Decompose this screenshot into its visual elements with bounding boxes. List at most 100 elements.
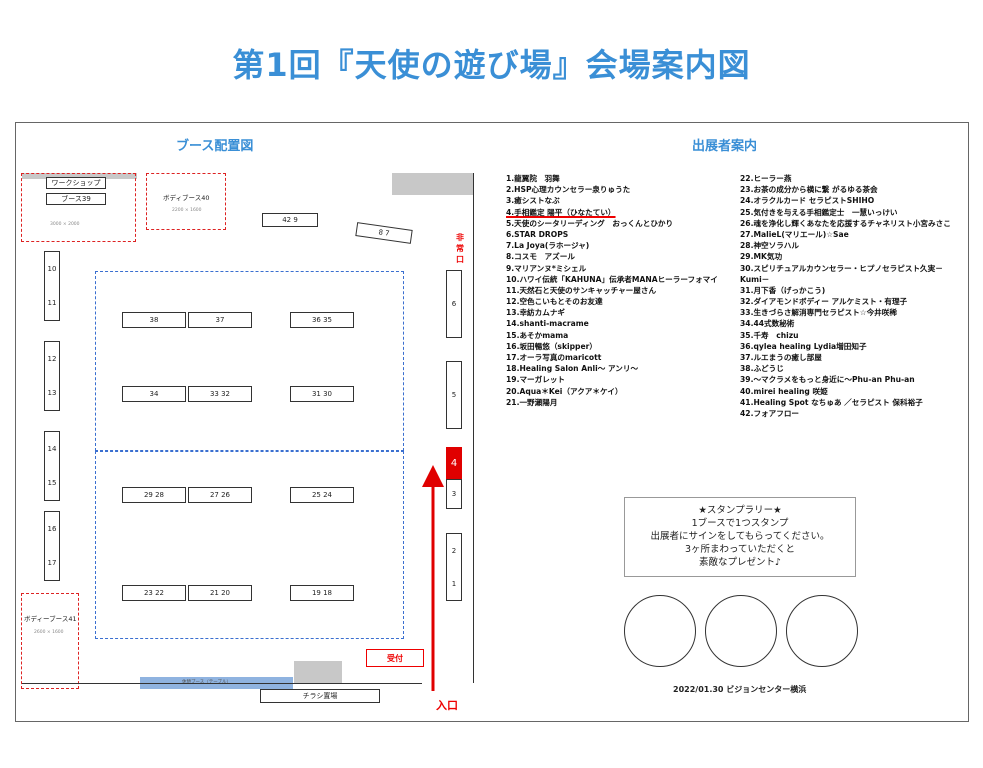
stamp-rally-line: 3ヶ所まわっていただくと bbox=[684, 544, 796, 555]
list-item: 7.La Joya(ラホージャ) bbox=[506, 241, 590, 251]
emergency-exit: 非常口 bbox=[456, 233, 464, 264]
list-item: 15.あそかmama bbox=[506, 330, 569, 340]
rest-area-label: 休憩ブース（テーブル） bbox=[182, 679, 231, 685]
size-41: 2600 × 1600 bbox=[34, 630, 64, 635]
list-item: 1.龍翼院 羽舞 bbox=[506, 174, 560, 183]
list-item: 33.生きづらさ解消専門セラピスト☆今井咲稀 bbox=[740, 308, 897, 318]
body-booth-40 bbox=[146, 173, 226, 230]
list-item: 3.癒シストなぶ bbox=[506, 196, 560, 206]
list-item: 20.Aqua＊Kei（アクア＊ケイ） bbox=[506, 386, 623, 396]
stamp-rally-title: ★スタンプラリー★ bbox=[698, 505, 782, 516]
booth-38: 38 bbox=[122, 312, 186, 328]
list-item: 32.ダイアモンドボディー アルケミスト・有理子 bbox=[740, 297, 908, 307]
booth-3: 3 bbox=[446, 479, 462, 509]
booth-42-9: 42 9 bbox=[262, 213, 318, 227]
entrance-label: 入口 bbox=[436, 699, 458, 712]
body-booth-40-label: ボディブース40 bbox=[163, 194, 210, 202]
list-item: 23.お茶の成分から横に繋 がるゆる茶会 bbox=[740, 185, 878, 195]
booth-4-highlight: 4 bbox=[446, 447, 462, 479]
size-40: 2200 × 1600 bbox=[172, 208, 202, 213]
list-item: 39.～マクラメをもっと身近に～Phu-an Phu-an bbox=[740, 375, 915, 385]
booth-8-7: 8 7 bbox=[355, 222, 413, 244]
exhibitor-list-right: 22.ヒーラー燕 23.お茶の成分から横に繋 がるゆる茶会 24.オラクルカード… bbox=[740, 173, 951, 419]
list-item: 8.コスモ アズール bbox=[506, 252, 575, 262]
list-item: 10.ハワイ伝統「KAHUNA」伝承者MANAヒーラーフォマイ bbox=[506, 274, 718, 284]
booth-36-35: 36 35 bbox=[290, 312, 354, 328]
list-item: 36.qylea healing Lydia増田知子 bbox=[740, 341, 867, 351]
list-item: 13.幸紡カムナギ bbox=[506, 308, 566, 318]
list-item: 28.神空ソラハル bbox=[740, 241, 799, 251]
list-item: 18.Healing Salon Anli～ アンリ～ bbox=[506, 364, 639, 374]
list-item: 30.スピリチュアルカウンセラー・ヒプノセラピスト久実－ bbox=[740, 263, 943, 273]
booth-19-18: 19 18 bbox=[290, 585, 354, 601]
list-item: 14.shanti-macrame bbox=[506, 319, 589, 329]
stamp-rally-box: ★スタンプラリー★ 1ブースで1つスタンプ 出展者にサインをしてもらってください… bbox=[624, 497, 856, 577]
booth-5: 5 bbox=[446, 361, 462, 429]
list-item: 38.ふどうじ bbox=[740, 364, 784, 374]
page-title: 第1回『天使の遊び場』会場案内図 bbox=[232, 46, 751, 84]
layout-title: ブース配置図 bbox=[176, 139, 254, 154]
stamp-rally-line: 素敵なプレゼント♪ bbox=[698, 557, 782, 568]
center-zone-top bbox=[95, 271, 404, 451]
list-item: 21.一野瀬陽月 bbox=[506, 397, 558, 407]
workshop-label: ワークショップ bbox=[46, 177, 106, 189]
body-booth-41-label: ボディーブース41 bbox=[24, 615, 77, 623]
list-item-highlighted: 4.手相鑑定 陽平（ひなたてい） bbox=[506, 207, 616, 217]
list-item: Kumi－ bbox=[740, 274, 770, 284]
booth-31-30: 31 30 bbox=[290, 386, 354, 402]
list-item: 41.Healing Spot なちゅあ ／セラピスト 保科裕子 bbox=[740, 397, 923, 407]
booth-39: ブース39 bbox=[46, 193, 106, 205]
size-39: 3000 × 2000 bbox=[50, 222, 80, 227]
booth-33-32: 33 32 bbox=[188, 386, 252, 402]
list-item: 17.オーラ写真のmaricott bbox=[506, 353, 602, 362]
booth-21-20: 21 20 bbox=[188, 585, 252, 601]
flyer-stand: チラシ置場 bbox=[260, 689, 380, 703]
list-item: 19.マーガレット bbox=[506, 375, 566, 385]
exhibitors-title: 出展者案内 bbox=[692, 139, 758, 154]
list-item: 22.ヒーラー燕 bbox=[740, 174, 792, 183]
booth-37: 37 bbox=[188, 312, 252, 328]
booth-25-24: 25 24 bbox=[290, 487, 354, 503]
floor-map: 休憩ブース（テーブル） ワークショップ ブース39 3000 × 2000 ボデ… bbox=[21, 173, 474, 712]
stamp-rally-line: 出展者にサインをしてもらってください。 bbox=[650, 531, 830, 542]
list-item: 24.オラクルカード セラピストSHIHO bbox=[740, 196, 875, 206]
list-item: 26.魂を浄化し輝くあなたを応援するチャネリスト小宮みさこ bbox=[740, 218, 951, 228]
body-booth-41 bbox=[21, 593, 79, 689]
stamp-rally-line: 1ブースで1つスタンプ bbox=[691, 518, 789, 529]
reception: 受付 bbox=[366, 649, 424, 667]
list-item: 42.フォアフロー bbox=[740, 408, 800, 418]
center-zone-bottom bbox=[95, 451, 404, 639]
booth-23-22: 23 22 bbox=[122, 585, 186, 601]
entrance-arrow-icon bbox=[422, 465, 444, 691]
list-item: 25.気付きを与える手相鑑定士 一慧いっけい bbox=[740, 207, 898, 217]
list-item: 6.STAR DROPS bbox=[506, 229, 569, 239]
list-item: 11.天然石と天使のサンキャッチャー屋さん bbox=[506, 285, 657, 295]
stamp-circle bbox=[624, 595, 696, 667]
list-item: 16.坂田暢悠（skipper） bbox=[506, 341, 597, 351]
list-item: 31.月下香（げっかこう) bbox=[740, 285, 826, 295]
booth-29-28: 29 28 bbox=[122, 487, 186, 503]
list-item: 35.千寿 chizu bbox=[740, 330, 799, 340]
booth-6: 6 bbox=[446, 270, 462, 338]
list-item: 40.mirei healing 咲姫 bbox=[740, 386, 828, 396]
list-item: 27.MalieL(マリエール)☆Sae bbox=[740, 229, 849, 239]
list-item: 5.天使のシータリーディング おっくんとひかり bbox=[506, 218, 674, 228]
list-item: 2.HSP心理カウンセラー泉りゅうた bbox=[506, 185, 631, 195]
stamp-circle bbox=[705, 595, 777, 667]
booth-27-26: 27 26 bbox=[188, 487, 252, 503]
guide-board: ブース配置図 出展者案内 休憩ブース（テーブル） ワークショップ ブース39 3… bbox=[15, 122, 969, 722]
event-date-venue: 2022/01.30 ビジョンセンター横浜 bbox=[673, 685, 807, 694]
workshop-area bbox=[21, 173, 136, 242]
list-item: 12.空色こいもとそのお友達 bbox=[506, 297, 603, 307]
list-item: 37.ルエまうの癒し部屋 bbox=[740, 353, 822, 362]
exhibitor-list-left: 1.龍翼院 羽舞 2.HSP心理カウンセラー泉りゅうた 3.癒シストなぶ 4.手… bbox=[506, 173, 718, 408]
list-item: 29.MK気功 bbox=[740, 252, 783, 262]
list-item: 34.44式数秘術 bbox=[740, 319, 795, 329]
stamp-circle bbox=[786, 595, 858, 667]
list-item: 9.マリアンヌ*ミシェル bbox=[506, 263, 587, 273]
